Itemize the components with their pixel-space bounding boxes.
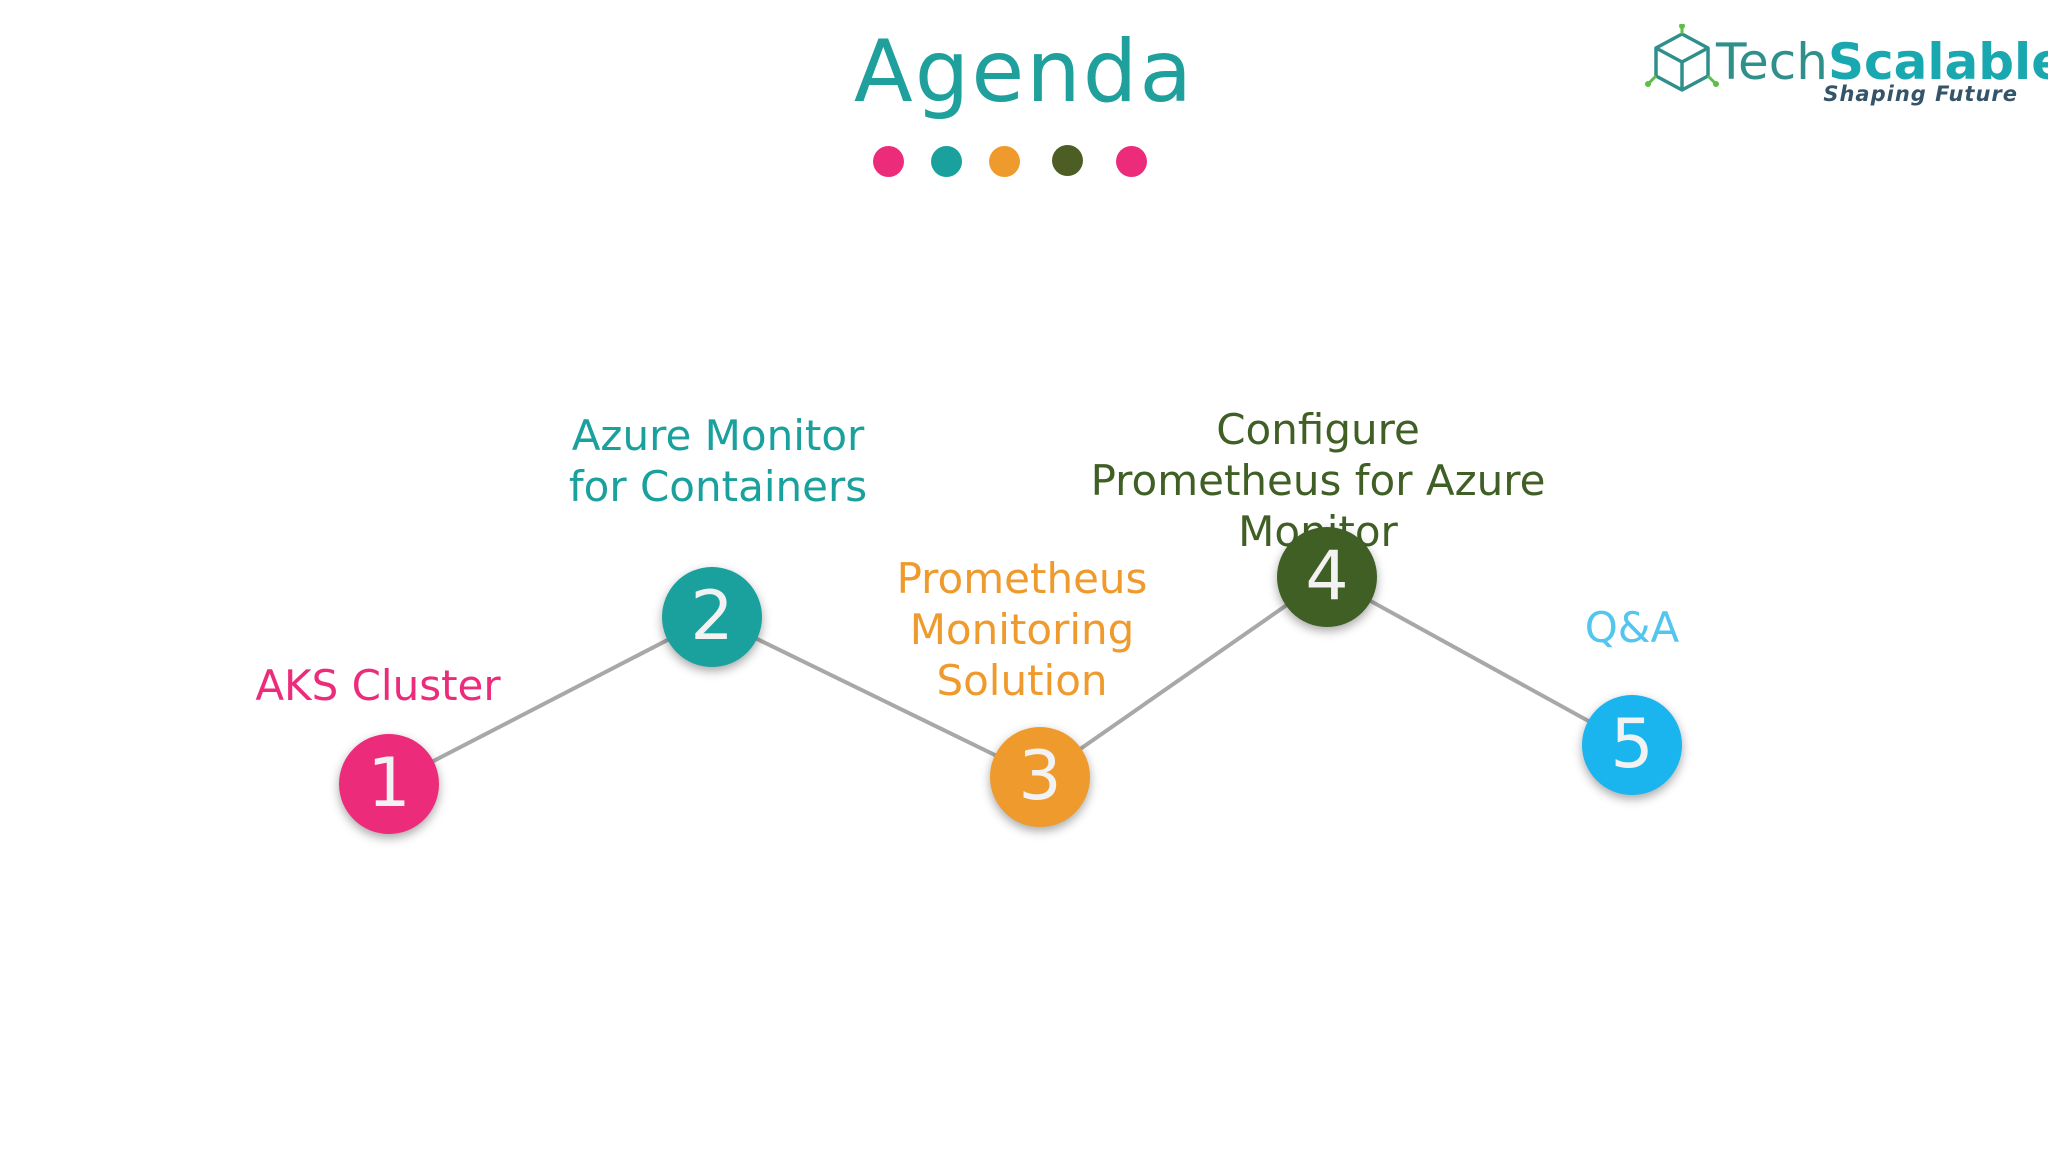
title-dot-1 — [873, 146, 904, 177]
step-4-label-line-2: Prometheus for Azure — [1090, 456, 1546, 505]
step-2-label-line-2: for Containers — [568, 462, 868, 511]
step-2-label-line-1: Azure Monitor — [571, 411, 865, 460]
step-1-label: AKS Cluster — [228, 660, 528, 711]
step-4-circle: 4 — [1277, 527, 1377, 627]
cube-network-icon — [1645, 24, 1719, 92]
step-5-label-text: Q&A — [1584, 603, 1680, 652]
logo-brand-tech: Tech — [1716, 33, 1828, 91]
slide-title: Agenda — [853, 22, 1195, 122]
step-4-label-line-1: Configure — [1216, 405, 1420, 454]
title-dot-3 — [989, 146, 1020, 177]
logo-wordmark: TechScalable — [1716, 32, 2048, 92]
step-3-label-line-3: Solution — [936, 656, 1108, 705]
title-dot-5 — [1116, 146, 1147, 177]
step-2-circle: 2 — [662, 567, 762, 667]
step-3-label-line-2: Monitoring — [909, 605, 1135, 654]
step-3-label-line-1: Prometheus — [896, 554, 1148, 603]
logo-tagline: Shaping Future — [1823, 82, 2018, 106]
step-5-circle: 5 — [1582, 695, 1682, 795]
logo-brand-scalable: Scalable — [1828, 33, 2048, 91]
step-2-label: Azure Monitor for Containers — [548, 410, 888, 512]
title-dot-4 — [1052, 145, 1083, 176]
step-3-label: Prometheus Monitoring Solution — [862, 553, 1182, 706]
techscalable-logo: TechScalable Shaping Future — [1642, 24, 2048, 114]
step-5-label: Q&A — [1532, 602, 1732, 653]
step-1-label-text: AKS Cluster — [255, 661, 501, 710]
title-dot-2 — [931, 146, 962, 177]
step-1-circle: 1 — [339, 734, 439, 834]
step-3-circle: 3 — [990, 727, 1090, 827]
